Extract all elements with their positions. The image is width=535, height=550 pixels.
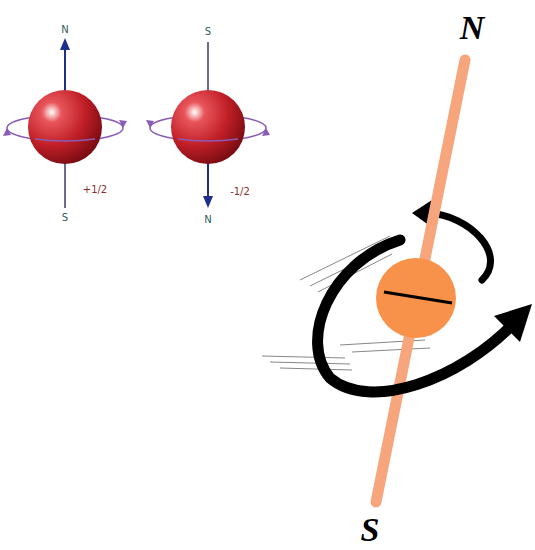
spin-down-electron (146, 42, 270, 208)
spin-label: N (204, 215, 211, 225)
pole-label: S (361, 513, 380, 547)
spinning-magnet-particle (262, 60, 532, 502)
pole-label: N (460, 11, 485, 45)
spin-label: +1/2 (83, 185, 107, 195)
spin-label: N (61, 25, 68, 35)
spin-label: S (62, 213, 68, 223)
spin-label: S (205, 27, 211, 37)
spin-label: -1/2 (230, 187, 250, 197)
spin-up-electron (3, 38, 127, 208)
